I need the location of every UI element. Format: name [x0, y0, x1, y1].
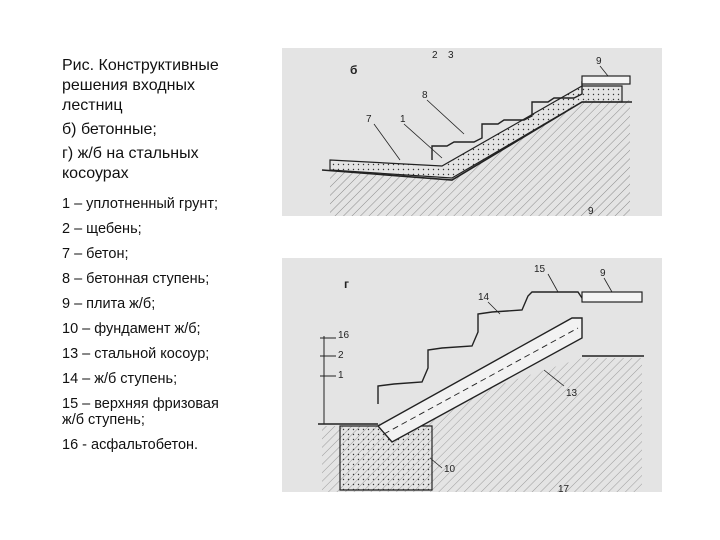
callout-7: 7: [366, 114, 372, 125]
steps-outline: [431, 81, 622, 160]
leader-15: [547, 273, 559, 293]
callout-9: 9: [600, 268, 606, 279]
callout-17: 17: [558, 484, 570, 492]
steel-stringer: [376, 317, 583, 443]
callout-3: 3: [448, 50, 454, 61]
legend-item-8: 8 – бетонная ступень;: [62, 271, 210, 287]
leader-1: [403, 123, 443, 159]
leader-7: [373, 123, 401, 161]
caption-title-line-2: решения входных: [62, 77, 195, 94]
leader-10: [429, 457, 443, 469]
legend-item-15-line-2: ж/б ступень;: [62, 412, 145, 428]
figure-g-drawing: г 15 9 14 16 2 1 13 10 17: [318, 264, 644, 492]
leader-14: [487, 301, 501, 315]
caption-variant-g-line-2: косоурах: [62, 165, 129, 182]
stringer-dash: [383, 327, 579, 435]
top-slab: [581, 291, 643, 303]
callout-14: 14: [478, 292, 490, 303]
legend-item-16: 16 - асфальтобетон.: [62, 437, 199, 453]
callout-1: 1: [338, 370, 344, 381]
steps-outline: [377, 291, 583, 404]
callout-13: 13: [566, 388, 578, 399]
figure-b-drawing: б 2 3 9 8 7 1 9: [321, 50, 632, 216]
figure-b-concrete-stairs: б 2 3 9 8 7 1 9: [282, 48, 662, 216]
figure-caption-column: Рис. Конструктивные решения входных лест…: [62, 56, 274, 462]
legend-list: 1 – уплотненный грунт; 2 – щебень; 7 – б…: [62, 196, 274, 453]
legend-item-15-line-1: 15 – верхняя фризовая: [62, 396, 219, 412]
leader-8: [426, 99, 465, 135]
caption-variant-g-line-1: г) ж/б на стальных: [62, 145, 199, 162]
callout-9: 9: [596, 56, 602, 67]
legend-item-10: 10 – фундамент ж/б;: [62, 321, 201, 337]
legend-item-7: 7 – бетон;: [62, 246, 129, 262]
leader-9: [603, 277, 613, 293]
callout-10: 10: [444, 464, 456, 475]
callout-8: 8: [422, 90, 428, 101]
callout-2: 2: [338, 350, 344, 361]
figure-b-letter: б: [350, 63, 357, 77]
caption-variant-b: б) бетонные;: [62, 121, 157, 138]
figure-g-steel-stringer-stairs: г 15 9 14 16 2 1 13 10 17: [282, 258, 662, 492]
legend-item-9: 9 – плита ж/б;: [62, 296, 156, 312]
legend-item-1: 1 – уплотненный грунт;: [62, 196, 219, 212]
legend-item-13: 13 – стальной косоур;: [62, 346, 210, 362]
legend-item-2: 2 – щебень;: [62, 221, 142, 237]
legend-item-14: 14 – ж/б ступень;: [62, 371, 178, 387]
ground-fill: [330, 100, 630, 216]
callout-2: 2: [432, 50, 438, 61]
callout-15: 15: [534, 264, 546, 275]
ground-line: [321, 101, 632, 181]
callout-16: 16: [338, 330, 350, 341]
caption-title-line-3: лестниц: [62, 97, 123, 114]
caption-title-line-1: Рис. Конструктивные: [62, 57, 219, 74]
leader-9: [599, 65, 609, 77]
callout-9-bottom: 9: [588, 206, 594, 216]
callout-1: 1: [400, 114, 406, 125]
figure-g-letter: г: [344, 277, 349, 291]
ground-line: [318, 355, 644, 425]
leader-13: [543, 369, 565, 387]
top-slab: [581, 75, 631, 85]
